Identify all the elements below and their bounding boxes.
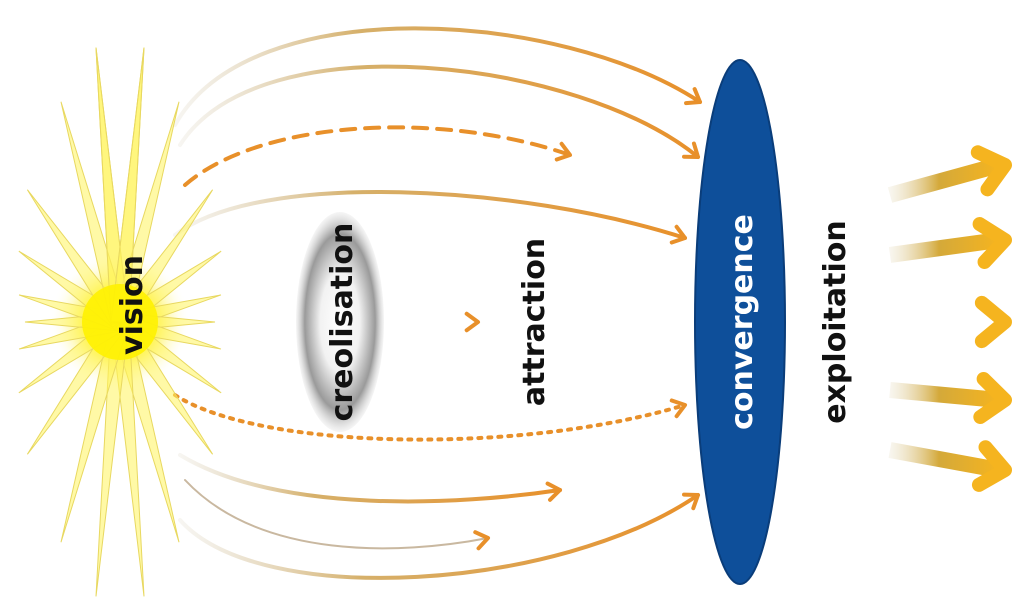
arrowhead — [464, 311, 480, 333]
vision-star — [18, 47, 222, 597]
attraction-label: attraction — [517, 238, 552, 406]
exploitation-label: exploitation — [818, 220, 853, 424]
arrowhead — [473, 530, 490, 551]
arrow-dotted — [173, 393, 687, 442]
exploitation-arrow-head — [972, 217, 1012, 269]
arrow-low-2 — [178, 493, 700, 580]
convergence-label: convergence — [725, 214, 760, 430]
arrow-mid-top — [173, 189, 687, 240]
arrowhead — [669, 398, 687, 419]
creolisation-ellipse — [296, 212, 384, 432]
arrowhead — [682, 492, 700, 511]
arrow-top-2 — [178, 64, 700, 159]
exploitation-arrow-shaft — [888, 232, 1001, 263]
vision-label: vision — [115, 255, 150, 355]
arrow-top-1 — [173, 26, 702, 127]
exploitation-arrow-head — [971, 440, 1012, 492]
flow-arrows — [173, 26, 702, 580]
arrow-wavy — [184, 479, 489, 550]
arrow-dashed — [183, 125, 572, 187]
star-core — [82, 284, 158, 360]
arrow-low-1 — [178, 453, 562, 504]
exploitation-arrow-head — [973, 371, 1012, 425]
exploitation-arrow-shaft — [888, 442, 1001, 478]
arrowhead — [682, 141, 700, 159]
exploitation-arrow-head — [970, 145, 1012, 197]
convergence-ellipse — [694, 59, 786, 585]
arrowhead — [554, 141, 572, 162]
exploitation-arrow-shaft — [889, 382, 1000, 408]
exploitation-arrows — [887, 145, 1012, 492]
creolisation-label: creolisation — [325, 223, 360, 422]
exploitation-arrow-shaft — [887, 157, 1002, 203]
arrowhead — [684, 87, 702, 106]
arrowhead — [669, 224, 687, 245]
arrowhead — [545, 481, 562, 502]
exploitation-arrow-head — [974, 295, 1012, 349]
